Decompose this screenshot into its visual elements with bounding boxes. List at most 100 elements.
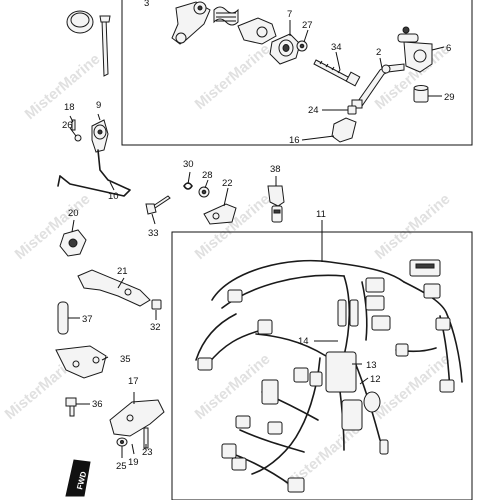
callout-6: 6 [446, 43, 451, 54]
part-33-screw [145, 195, 171, 215]
junction-block [325, 351, 357, 393]
leader-22 [223, 187, 229, 207]
leader-21 [117, 277, 125, 289]
callout-7: 7 [287, 9, 292, 20]
part-16-boot [331, 117, 357, 143]
callout-30: 30 [183, 159, 194, 170]
callout-36: 36 [92, 399, 103, 410]
connector [309, 371, 323, 387]
part-34-bolt [313, 59, 361, 87]
grommet [363, 391, 381, 413]
part-25-collar [116, 437, 128, 447]
callout-14: 14 [298, 336, 309, 347]
leader-33 [151, 213, 156, 225]
part-3-lever-arm [171, 1, 211, 45]
part-cap-grommet [66, 10, 94, 34]
part-22-plate [203, 203, 237, 225]
callout-38: 38 [270, 164, 281, 175]
leader-9 [97, 113, 101, 121]
connector [287, 477, 305, 493]
part-26-spring [213, 6, 239, 26]
harness-connectors [197, 259, 455, 493]
leader-26 [69, 127, 77, 137]
part-1-bracket [237, 17, 277, 45]
connector [231, 457, 247, 471]
connector [293, 367, 309, 383]
callout-labels: 3 7 27 34 2 6 29 24 16 18 9 26 10 30 28 … [62, 0, 455, 472]
leader-10 [109, 181, 115, 191]
part-32-nut [151, 299, 162, 310]
callout-35: 35 [120, 354, 131, 365]
connector [227, 289, 243, 303]
part-7-spacer [269, 33, 301, 65]
part-26-washer-small [74, 134, 82, 142]
callout-34: 34 [331, 42, 342, 53]
watermark-text: MisterMarine [22, 51, 104, 124]
callout-29: 29 [444, 92, 455, 103]
sensor [341, 399, 363, 431]
part-36-bolt [65, 397, 77, 417]
callout-28: 28 [202, 170, 213, 181]
callout-33: 33 [148, 228, 159, 239]
callout-22: 22 [222, 178, 233, 189]
harness-leaders [314, 220, 369, 385]
callout-16: 16 [289, 135, 300, 146]
connector [395, 343, 409, 357]
callout-11: 11 [316, 209, 326, 220]
connector [365, 277, 385, 293]
connector [439, 379, 455, 393]
part-37-pin [57, 301, 69, 335]
part-18-pin [71, 119, 76, 131]
connector [261, 379, 279, 405]
part-17-bracket [109, 399, 165, 437]
callout-18: 18 [64, 102, 75, 113]
callout-27: 27 [302, 20, 313, 31]
part-6-joint [397, 26, 433, 73]
callout-12: 12 [370, 374, 381, 385]
callout-9: 9 [96, 100, 101, 111]
fwd-label: FWD [75, 470, 88, 490]
part-10-shift-rod [57, 149, 131, 197]
part-9-clamp [91, 119, 109, 153]
leader-35 [101, 356, 109, 361]
part-38-connector [267, 185, 285, 223]
part-35-plate [55, 345, 107, 379]
connector [365, 295, 385, 311]
callout-10: 10 [108, 191, 119, 202]
watermark-text: MisterMarine [192, 191, 274, 264]
part-2-link-rod [351, 63, 405, 109]
callout-20: 20 [68, 208, 79, 219]
upper-group-frame [121, 0, 473, 146]
connector [221, 443, 237, 459]
callout-25: 25 [116, 461, 127, 472]
callout-24: 24 [308, 105, 319, 116]
connector [423, 283, 441, 299]
connector [371, 315, 391, 331]
callout-23: 23 [142, 447, 153, 458]
relay [337, 299, 347, 327]
leader-18 [69, 115, 74, 123]
connector [267, 421, 283, 435]
part-27-washer [296, 40, 308, 52]
connector [435, 317, 451, 331]
part-30-clip [183, 182, 193, 190]
part-28-nut [198, 186, 210, 198]
callout-37: 37 [82, 314, 93, 325]
upper-leaders [289, 20, 445, 141]
callout-32: 32 [150, 322, 161, 333]
callout-26: 26 [62, 120, 73, 131]
callout-2: 2 [376, 47, 381, 58]
callout-3: 3 [144, 0, 149, 9]
connector [257, 319, 273, 335]
callout-17: 17 [128, 376, 139, 387]
part-21-bracket [77, 269, 151, 307]
leader-20 [71, 219, 75, 233]
watermark-text: MisterMarine [372, 191, 454, 264]
leader-28 [204, 179, 209, 189]
part-20-mount [59, 229, 87, 257]
connector [379, 439, 389, 455]
part-long-pin [99, 15, 111, 77]
connector [197, 357, 213, 371]
